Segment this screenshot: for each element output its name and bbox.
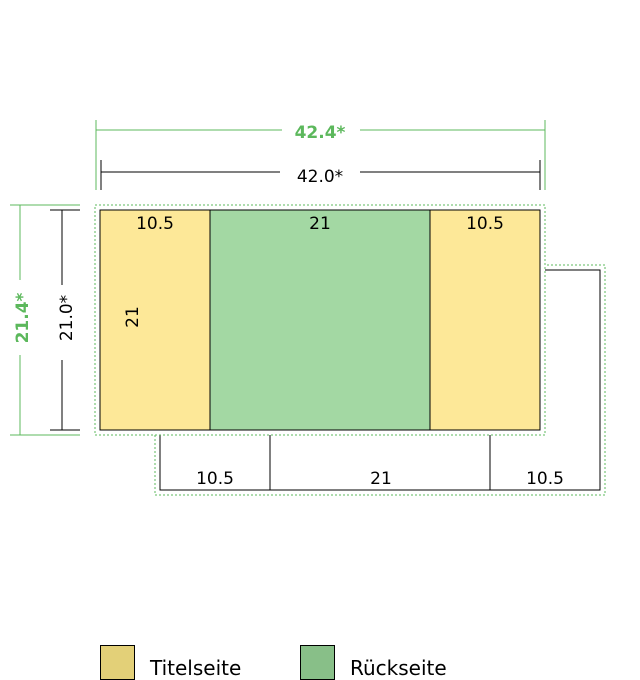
- left-panel-width-label: 10.5: [136, 214, 174, 234]
- back-page-label: Rückseite: [350, 656, 447, 680]
- center-back-panel: [209, 209, 431, 431]
- back-page-swatch: [300, 645, 335, 680]
- inner-width-dimension: [100, 160, 541, 190]
- back-strip-right-label: 10.5: [526, 469, 564, 489]
- legend-title-page: Titelseite: [100, 640, 241, 680]
- outer-height-dimension: [10, 204, 80, 436]
- right-title-panel: [429, 209, 541, 431]
- right-panel-width-label: 10.5: [466, 214, 504, 234]
- inner-width-label: 42.0*: [297, 167, 343, 187]
- left-title-panel: [99, 209, 211, 431]
- legend-back-page: Rückseite: [300, 640, 447, 680]
- inner-height-dimension: [50, 209, 80, 431]
- back-strip-bleed-outline: [154, 264, 606, 496]
- left-panel-height-label: 21: [123, 306, 143, 328]
- inner-height-label: 21.0*: [57, 295, 77, 341]
- back-strip-outline: [159, 269, 601, 491]
- outer-width-label: 42.4*: [295, 123, 346, 143]
- outer-height-label: 21.4*: [13, 292, 33, 343]
- back-strip-left-label: 10.5: [196, 469, 234, 489]
- title-page-label: Titelseite: [150, 656, 242, 680]
- main-bleed-outline: [94, 204, 546, 436]
- title-page-swatch: [100, 645, 135, 680]
- center-panel-width-label: 21: [309, 214, 331, 234]
- outer-width-dimension: [95, 120, 546, 190]
- back-strip-center-label: 21: [370, 469, 392, 489]
